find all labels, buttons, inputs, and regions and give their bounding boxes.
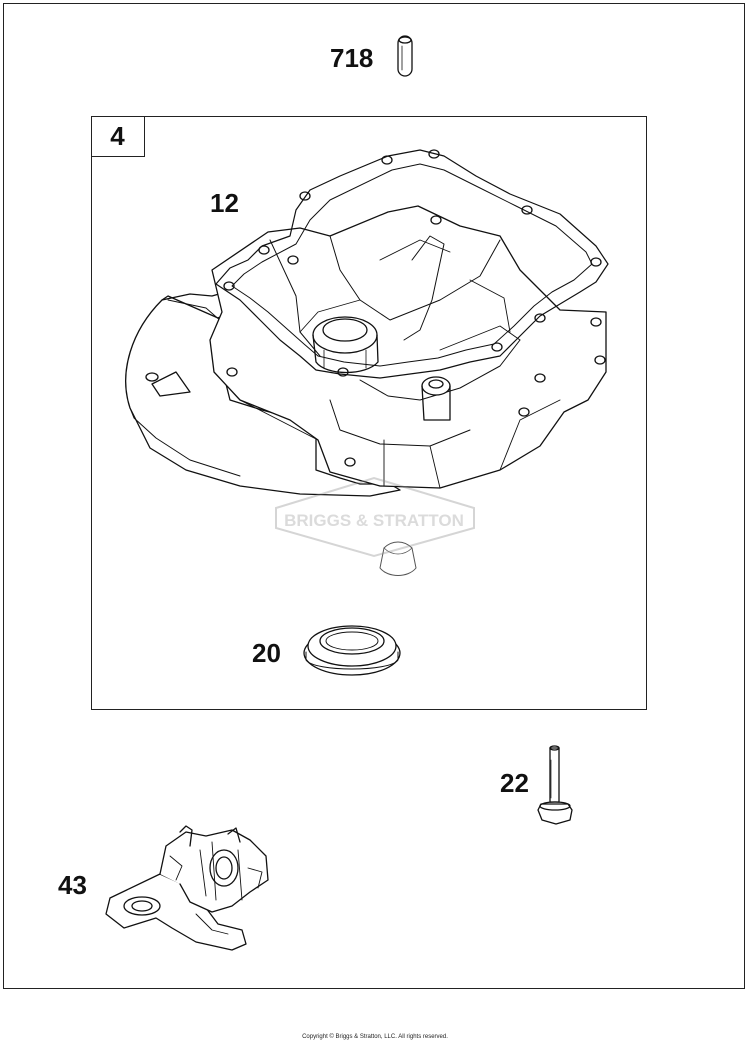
governor-bracket-43 — [105, 825, 269, 951]
watermark-logo: BRIGGS & STRATTON — [275, 476, 475, 558]
watermark-text: BRIGGS & STRATTON — [284, 511, 464, 530]
callout-718[interactable]: 718 — [330, 43, 374, 73]
callout-43[interactable]: 43 — [58, 870, 87, 900]
sump-cover-12 — [125, 149, 609, 497]
dowel-pin-718 — [397, 35, 413, 77]
copyright-footer: Copyright © Briggs & Stratton, LLC. All … — [302, 1034, 448, 1040]
plug-cap — [379, 541, 417, 576]
oil-seal-20 — [303, 625, 401, 676]
callout-4[interactable]: 4 — [91, 116, 145, 157]
diagram-frame — [3, 3, 745, 989]
callout-12[interactable]: 12 — [210, 188, 239, 218]
kit-box — [91, 116, 647, 710]
callout-20[interactable]: 20 — [252, 638, 281, 668]
callout-22[interactable]: 22 — [500, 768, 529, 798]
flange-bolt-22 — [537, 745, 573, 825]
